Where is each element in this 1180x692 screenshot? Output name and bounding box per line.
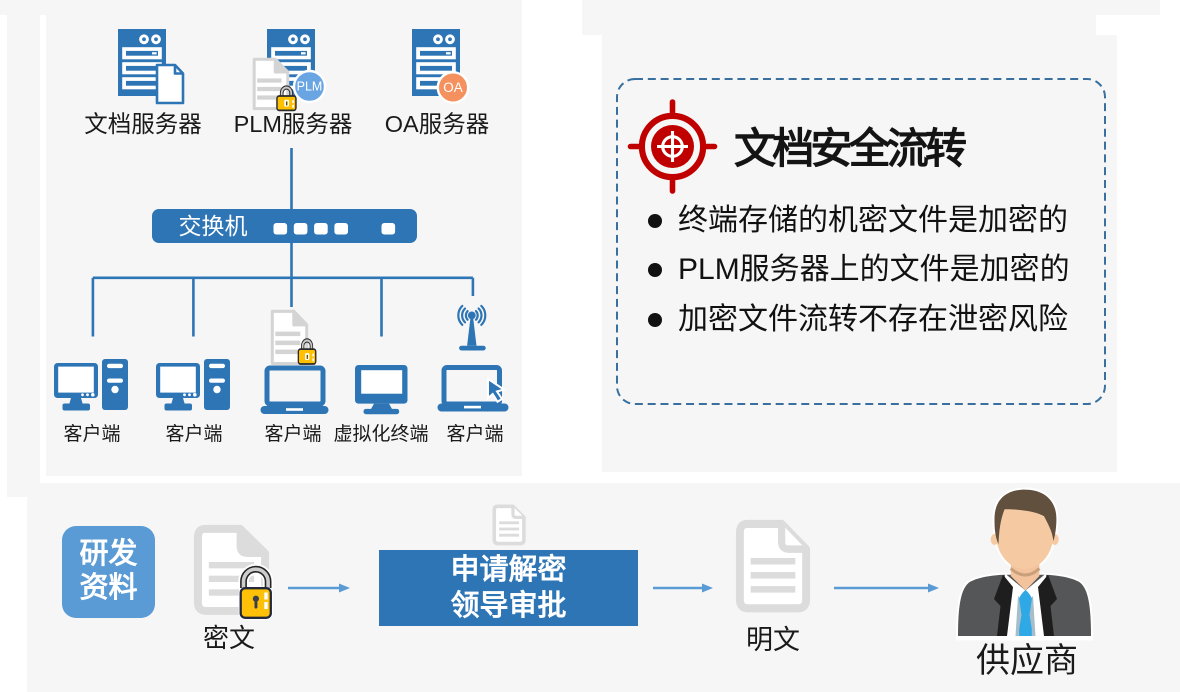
svg-text:PLM: PLM: [297, 80, 323, 94]
svg-text:OA: OA: [443, 80, 463, 95]
